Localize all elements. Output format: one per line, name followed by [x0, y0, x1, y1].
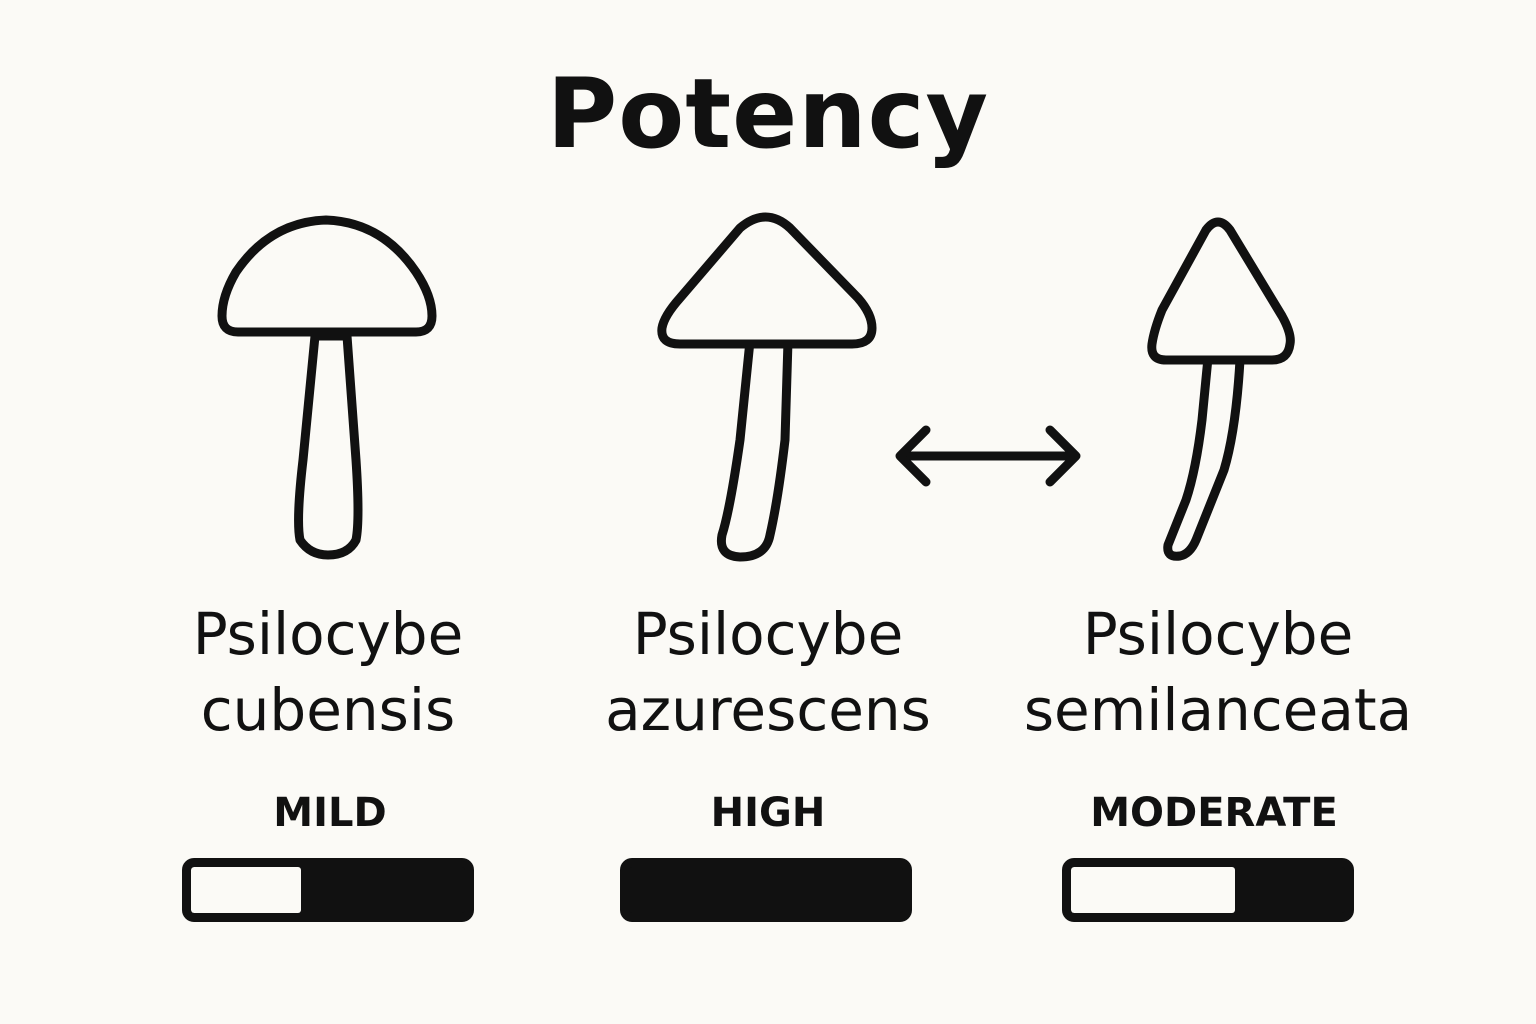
potency-bar-cubensis — [182, 858, 474, 922]
potency-bar-empty — [191, 867, 301, 913]
potency-bar-empty — [1071, 867, 1236, 913]
conical-cap-mushroom-icon — [657, 212, 877, 562]
potency-label-cubensis: MILD — [273, 790, 387, 836]
page-title: Potency — [546, 58, 990, 170]
double-headed-arrow-icon — [895, 425, 1081, 487]
species-name-semilanceata: Psilocybe semilanceata — [988, 596, 1448, 748]
potency-bar-semilanceata — [1062, 858, 1354, 922]
epithet-label: azurescens — [605, 676, 931, 744]
rounded-cap-mushroom-icon — [217, 215, 437, 560]
species-name-cubensis: Psilocybe cubensis — [98, 596, 558, 748]
potency-label-azurescens: HIGH — [710, 790, 826, 836]
genus-label: Psilocybe — [632, 600, 904, 668]
pointed-cap-mushroom-icon — [1147, 217, 1295, 561]
epithet-label: semilanceata — [1023, 676, 1413, 744]
potency-bar-azurescens — [620, 858, 912, 922]
potency-label-semilanceata: MODERATE — [1090, 790, 1338, 836]
epithet-label: cubensis — [200, 676, 456, 744]
genus-label: Psilocybe — [1082, 600, 1354, 668]
genus-label: Psilocybe — [192, 600, 464, 668]
species-name-azurescens: Psilocybe azurescens — [538, 596, 998, 748]
